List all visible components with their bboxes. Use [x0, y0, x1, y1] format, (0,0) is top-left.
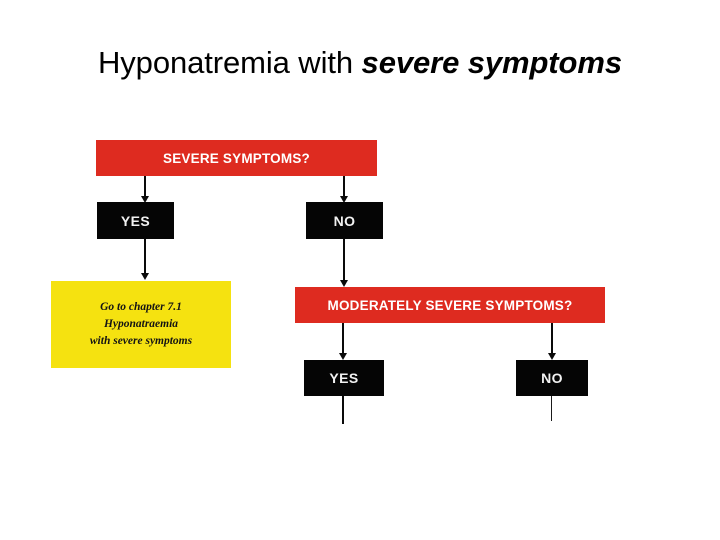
node-severe-no-label: NO — [333, 212, 356, 229]
arrowhead-yes-to-goto-chapter-icon — [141, 273, 149, 280]
connector-moderately-to-no — [551, 323, 553, 356]
node-goto-chapter-line-3: with severe symptoms — [89, 335, 193, 347]
connector-yes-2-continues — [342, 396, 344, 424]
node-severe-symptoms[interactable]: SEVERE SYMPTOMS? — [96, 140, 377, 176]
node-moderately-no-label: NO — [541, 370, 563, 386]
node-moderately-severe-symptoms[interactable]: MODERATELY SEVERE SYMPTOMS? — [295, 287, 605, 323]
arrowhead-severe-to-yes-icon — [141, 196, 149, 203]
arrowhead-no-to-moderately-severe-icon — [340, 280, 348, 287]
page-title: Hyponatremia with severe symptoms — [0, 44, 720, 82]
node-goto-chapter-line-2: Hyponatraemia — [103, 318, 179, 330]
connector-yes-to-goto-chapter — [144, 239, 146, 276]
node-severe-yes[interactable]: YES — [97, 202, 174, 239]
node-moderately-yes-label: YES — [329, 370, 359, 386]
arrowhead-moderately-to-no-icon — [548, 353, 556, 360]
connector-severe-to-no — [343, 176, 345, 199]
node-moderately-yes[interactable]: YES — [304, 360, 384, 396]
node-moderately-severe-symptoms-label: MODERATELY SEVERE SYMPTOMS? — [327, 297, 573, 313]
connector-severe-to-yes — [144, 176, 146, 199]
connector-no-to-moderately-severe — [343, 239, 345, 283]
connector-no-2-continues — [551, 396, 552, 421]
arrowhead-severe-to-no-icon — [340, 196, 348, 203]
node-severe-yes-label: YES — [120, 212, 151, 229]
connector-moderately-to-yes — [342, 323, 344, 356]
node-moderately-no[interactable]: NO — [516, 360, 588, 396]
node-severe-symptoms-label: SEVERE SYMPTOMS? — [163, 150, 310, 166]
node-goto-chapter[interactable]: Go to chapter 7.1 Hyponatraemia with sev… — [51, 281, 231, 368]
arrowhead-moderately-to-yes-icon — [339, 353, 347, 360]
page-title-emphasis: severe symptoms — [361, 45, 623, 80]
page-title-prefix: Hyponatremia with — [98, 45, 362, 80]
node-goto-chapter-line-1: Go to chapter 7.1 — [100, 301, 182, 313]
node-severe-no[interactable]: NO — [306, 202, 383, 239]
